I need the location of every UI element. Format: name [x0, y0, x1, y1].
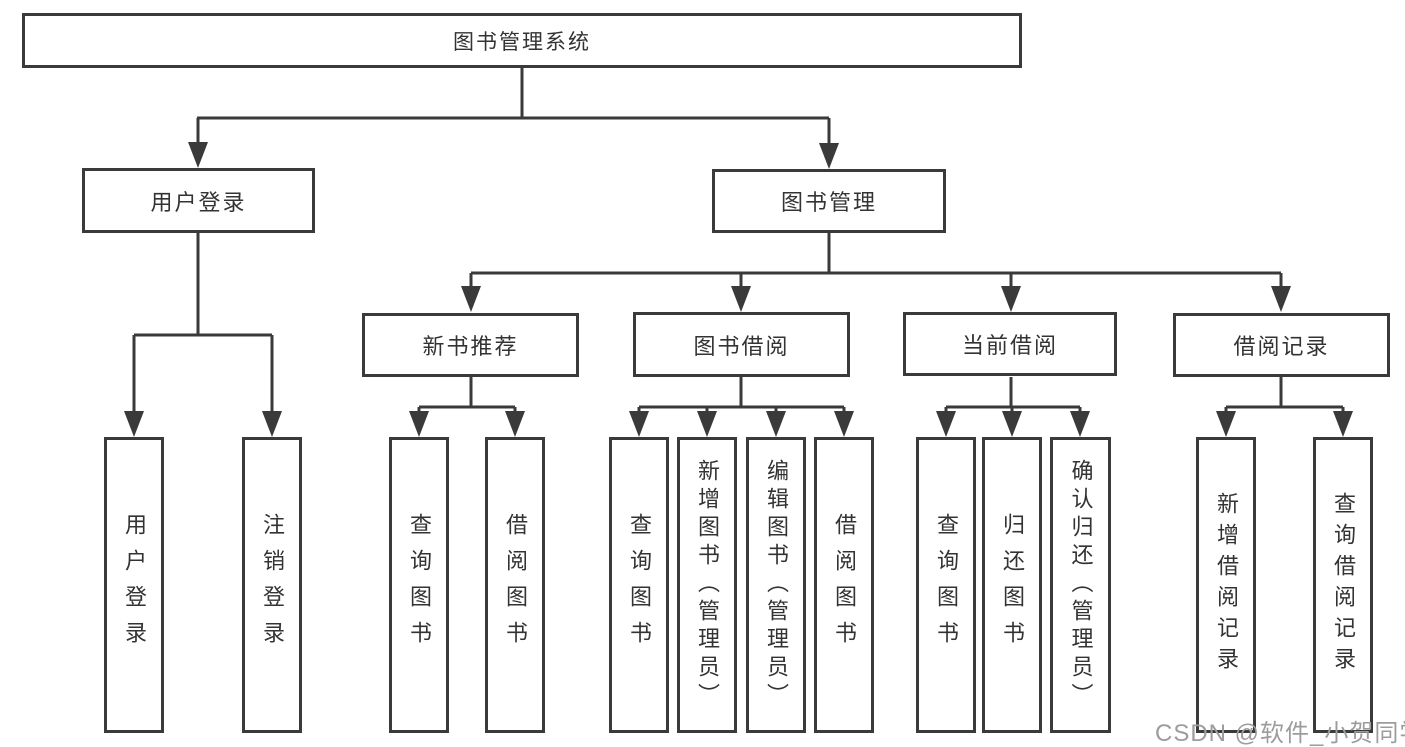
leaf-borrow-books: 借阅图书 [814, 437, 874, 733]
node-user-login: 用户登录 [82, 168, 315, 233]
leaf-query-books-current: 查询图书 [916, 437, 976, 733]
node-new-book-recommendation: 新书推荐 [362, 313, 579, 377]
leaf-return-books: 归还图书 [982, 437, 1042, 733]
leaf-user-login: 用户登录 [104, 437, 164, 733]
csdn-watermark: CSDN @软件_小贺同学 [1155, 720, 1405, 747]
node-library-management-system: 图书管理系统 [22, 13, 1022, 68]
leaf-query-borrow-record: 查询借阅记录 [1313, 437, 1373, 733]
node-book-borrowing: 图书借阅 [633, 312, 850, 377]
node-borrowing-records: 借阅记录 [1173, 313, 1390, 377]
leaf-logout: 注销登录 [242, 437, 302, 733]
leaf-query-books-borrow: 查询图书 [609, 437, 669, 733]
node-book-management: 图书管理 [712, 169, 946, 233]
node-current-borrowing: 当前借阅 [903, 312, 1117, 376]
leaf-add-borrow-record: 新增借阅记录 [1196, 437, 1256, 733]
leaf-borrow-books-recommend: 借阅图书 [485, 437, 545, 733]
leaf-query-books-recommend: 查询图书 [389, 437, 449, 733]
leaf-confirm-return-admin: 确认归还（管理员） [1050, 437, 1111, 733]
leaf-edit-books-admin: 编辑图书（管理员） [746, 437, 806, 733]
leaf-add-books-admin: 新增图书（管理员） [677, 437, 737, 733]
